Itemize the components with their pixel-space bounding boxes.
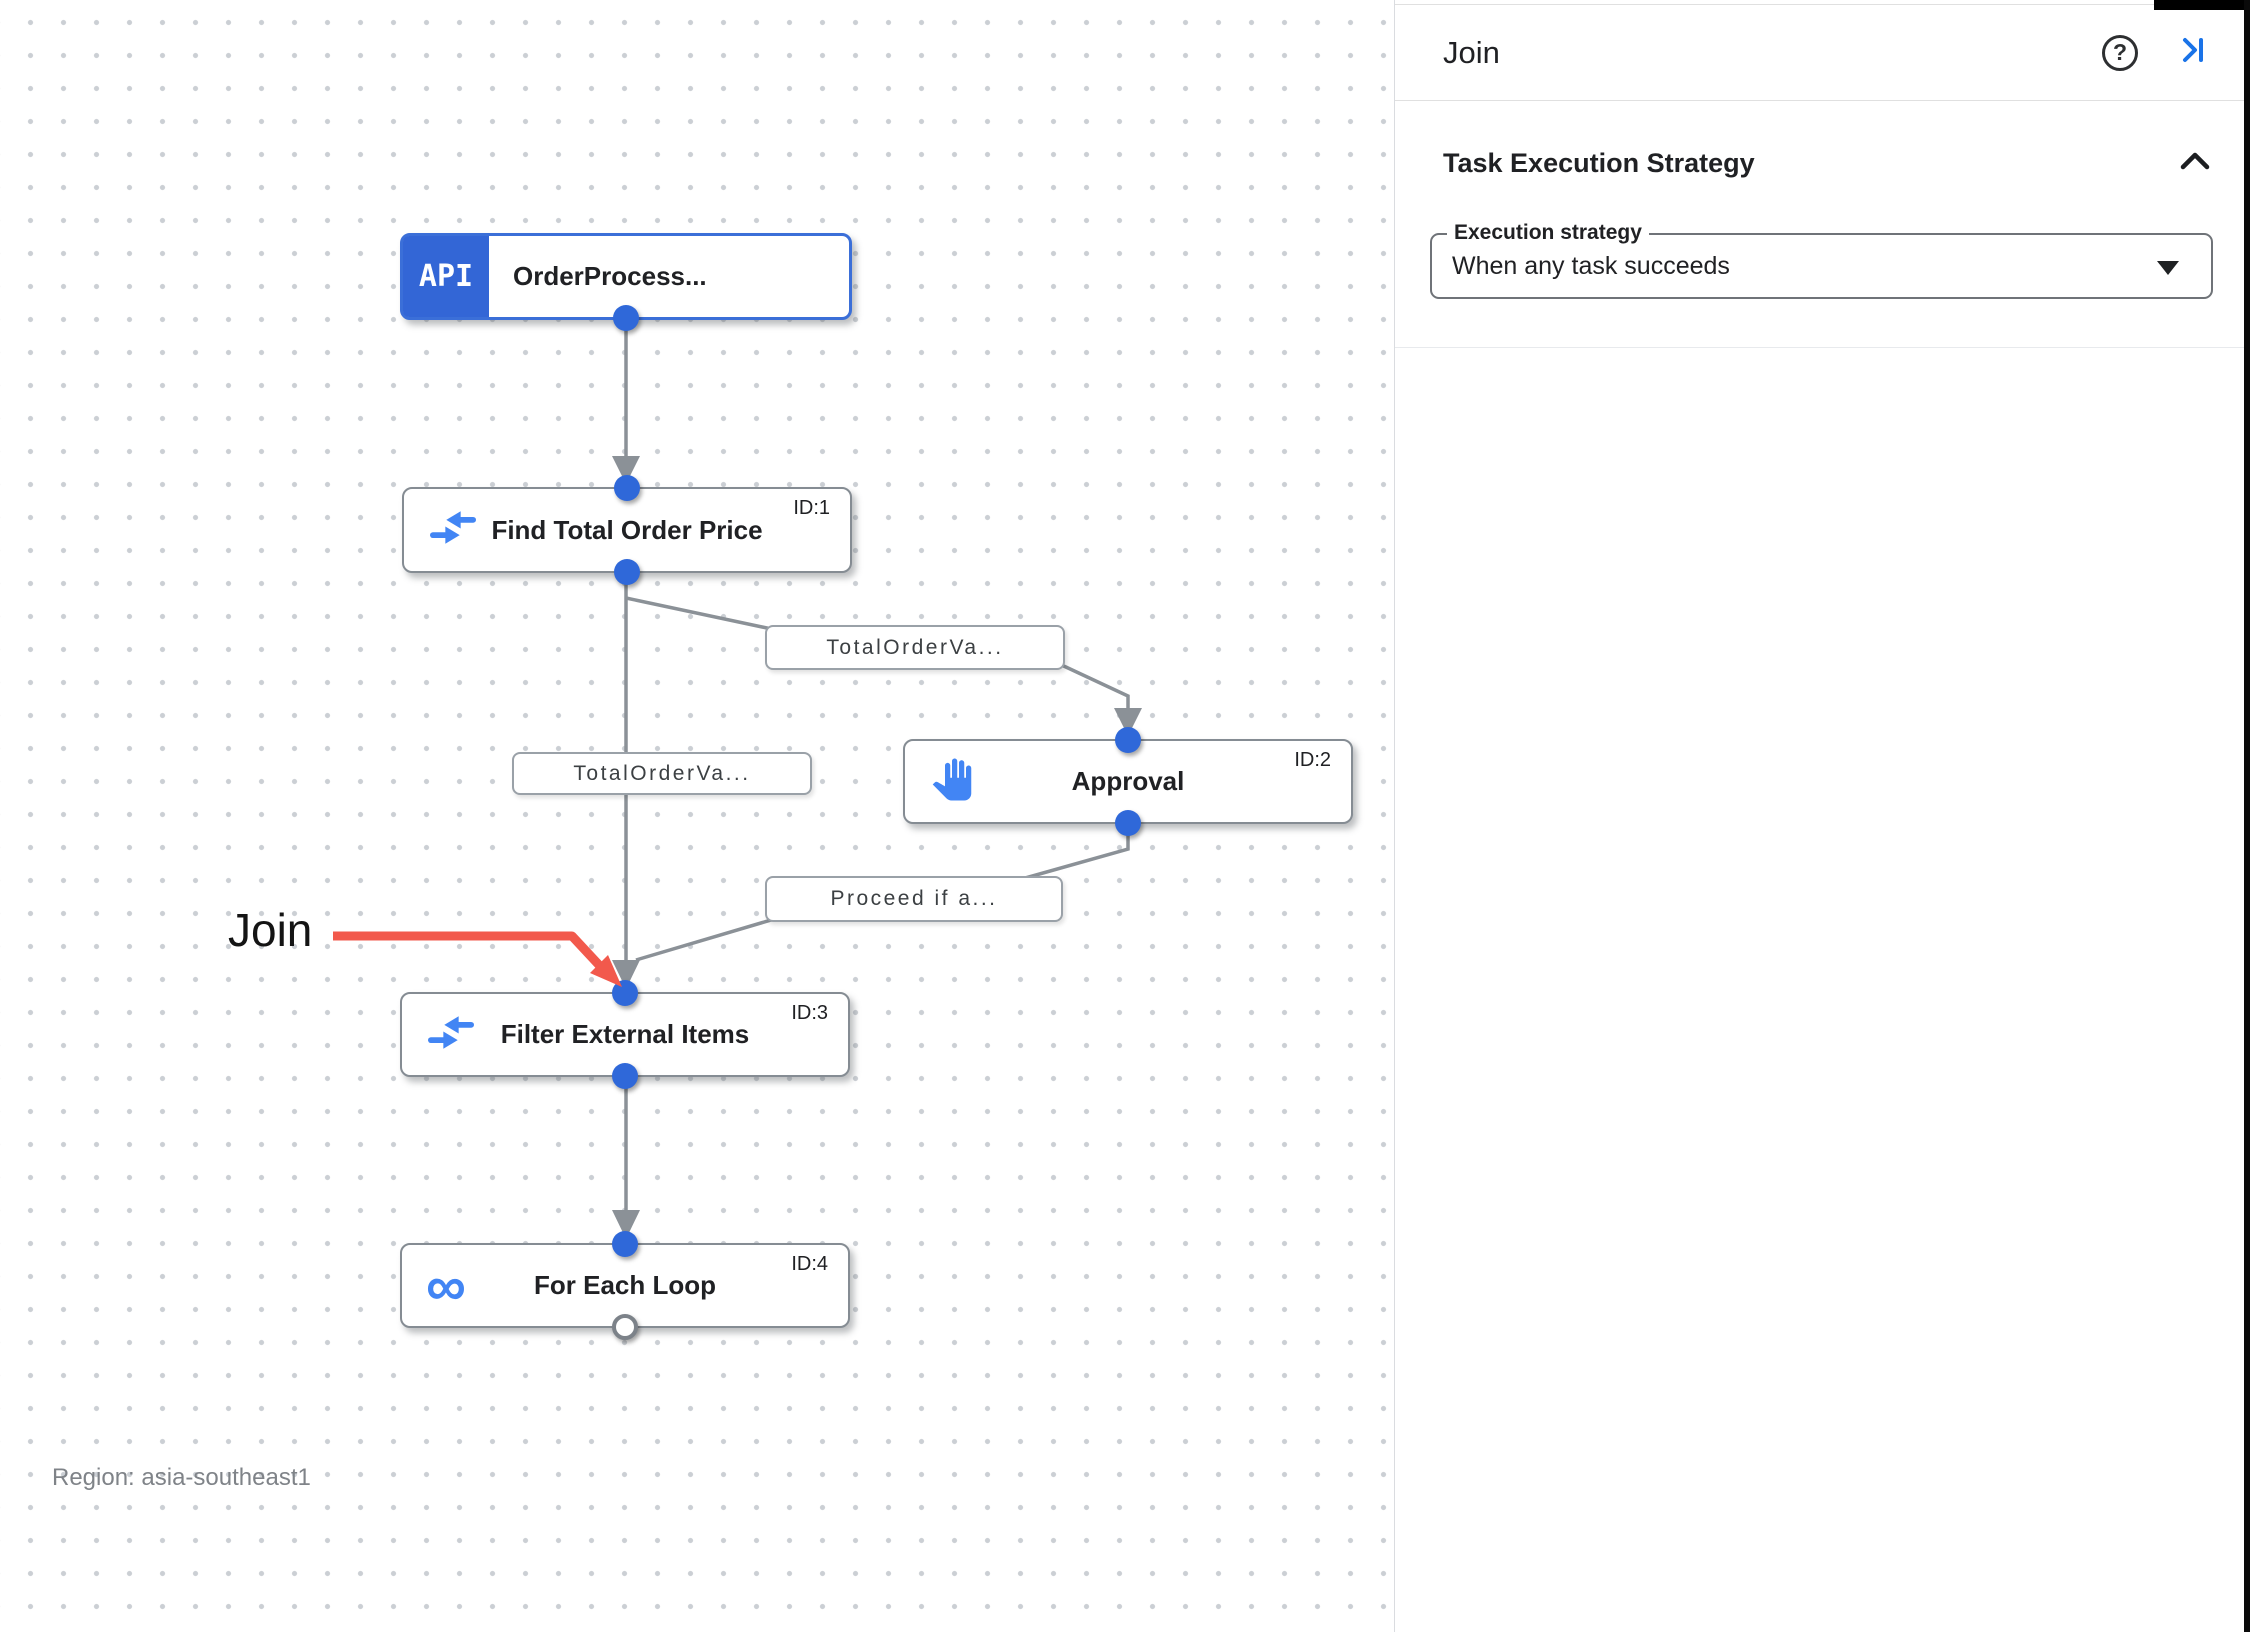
task-execution-strategy-section[interactable]: Task Execution Strategy bbox=[1443, 148, 2212, 179]
node-approval[interactable]: Approval ID:2 bbox=[903, 727, 1353, 836]
execution-strategy-select[interactable]: Execution strategy When any task succeed… bbox=[1430, 221, 2213, 299]
node-title: OrderProcess... bbox=[513, 261, 707, 291]
edge-label-totalorder-to-filter[interactable]: TotalOrderVa... bbox=[512, 752, 812, 795]
task-id-badge: ID:4 bbox=[791, 1253, 828, 1275]
api-trigger-badge: API bbox=[403, 236, 489, 317]
output-port[interactable] bbox=[614, 559, 640, 585]
top-window-artifact bbox=[2154, 0, 2250, 10]
help-icon[interactable]: ? bbox=[2102, 34, 2138, 71]
panel-title: Join bbox=[1443, 34, 1500, 70]
edge-task1-to-approval-b bbox=[1037, 652, 1130, 712]
data-mapping-icon bbox=[430, 511, 476, 550]
edge-label-proceed-if-approved[interactable]: Proceed if a... bbox=[765, 876, 1063, 922]
node-title: Find Total Order Price bbox=[491, 515, 763, 545]
dropdown-caret-icon bbox=[2157, 261, 2179, 275]
input-port[interactable] bbox=[614, 475, 640, 501]
execution-strategy-value: When any task succeeds bbox=[1452, 251, 1730, 280]
section-heading: Task Execution Strategy bbox=[1443, 148, 1755, 178]
data-mapping-icon bbox=[428, 1015, 474, 1054]
task-id-badge: ID:3 bbox=[791, 1002, 828, 1024]
node-title: Filter External Items bbox=[500, 1019, 750, 1049]
help-icon-glyph: ? bbox=[2112, 39, 2128, 65]
arrowhead-approval bbox=[1114, 708, 1142, 736]
api-trigger-badge-label: API bbox=[418, 259, 474, 294]
config-panel: Join ? Task Execution Strategy Execution… bbox=[1395, 0, 2250, 1632]
region-label: Region: asia-southeast1 bbox=[52, 1464, 311, 1491]
arrowhead-task1 bbox=[612, 456, 640, 484]
section-divider bbox=[1395, 347, 2250, 348]
node-title: For Each Loop bbox=[534, 1270, 716, 1300]
task-id-badge: ID:2 bbox=[1294, 749, 1331, 771]
output-port[interactable] bbox=[1115, 810, 1141, 836]
join-annotation-text: Join bbox=[228, 904, 313, 956]
hand-approval-icon bbox=[931, 758, 973, 805]
arrowhead-task4 bbox=[612, 1210, 640, 1239]
input-port[interactable] bbox=[612, 1231, 638, 1257]
execution-strategy-label: Execution strategy bbox=[1447, 221, 1649, 245]
right-scrollbar-strip[interactable] bbox=[2244, 0, 2250, 1632]
task-id-badge: ID:1 bbox=[793, 497, 830, 519]
output-port[interactable] bbox=[613, 305, 639, 331]
node-title: Approval bbox=[1071, 766, 1185, 796]
output-port[interactable] bbox=[612, 1063, 638, 1089]
node-orderprocess-trigger[interactable]: API OrderProcess... bbox=[400, 233, 852, 331]
node-find-total-order-price[interactable]: Find Total Order Price ID:1 bbox=[402, 475, 852, 585]
chevron-up-icon[interactable] bbox=[2178, 149, 2212, 178]
output-port-empty[interactable] bbox=[612, 1314, 638, 1340]
workflow-canvas: API OrderProcess... Find Total Order Pri… bbox=[0, 0, 1395, 1632]
collapse-panel-icon[interactable] bbox=[2174, 31, 2212, 74]
input-port[interactable] bbox=[1115, 727, 1141, 753]
node-filter-external-items[interactable]: Filter External Items ID:3 bbox=[400, 980, 850, 1089]
input-port[interactable] bbox=[612, 980, 638, 1006]
panel-header: Join ? bbox=[1395, 4, 2250, 101]
edge-label-totalorder-to-approval[interactable]: TotalOrderVa... bbox=[765, 625, 1065, 670]
node-for-each-loop[interactable]: ∞ For Each Loop ID:4 bbox=[400, 1231, 850, 1340]
